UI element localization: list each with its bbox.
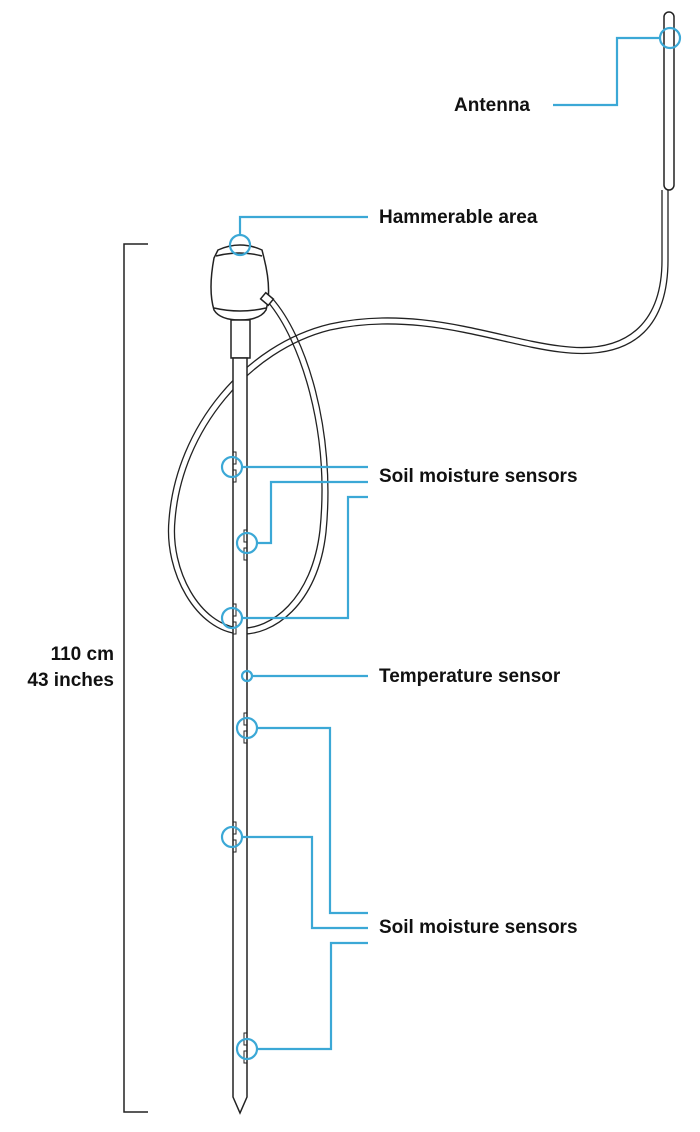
dimension-imperial: 43 inches bbox=[27, 670, 114, 691]
antenna-cable bbox=[167, 190, 669, 635]
soil-moisture-lower-label: Soil moisture sensors bbox=[379, 917, 578, 938]
probe-head bbox=[210, 244, 275, 359]
hammerable-area-label: Hammerable area bbox=[379, 207, 538, 228]
soil-sensor-5-leader bbox=[242, 835, 368, 930]
soil-moisture-upper-label: Soil moisture sensors bbox=[379, 466, 578, 487]
antenna-leader bbox=[553, 36, 660, 107]
dimension-metric: 110 cm bbox=[50, 644, 114, 665]
temperature-sensor-label: Temperature sensor bbox=[379, 666, 561, 687]
hammerable-leader bbox=[238, 215, 368, 235]
dimension-bracket bbox=[123, 243, 148, 1113]
dimension-label: 110 cm 43 inches bbox=[4, 642, 114, 694]
soil-sensor-3-leader bbox=[242, 495, 368, 620]
leader-lines bbox=[220, 26, 682, 1061]
antenna-label: Antenna bbox=[454, 95, 530, 116]
soil-sensor-6-leader bbox=[257, 941, 368, 1051]
soil-sensor-2-leader bbox=[257, 480, 368, 545]
soil-sensor-4-leader bbox=[257, 726, 368, 915]
antenna bbox=[663, 11, 675, 191]
